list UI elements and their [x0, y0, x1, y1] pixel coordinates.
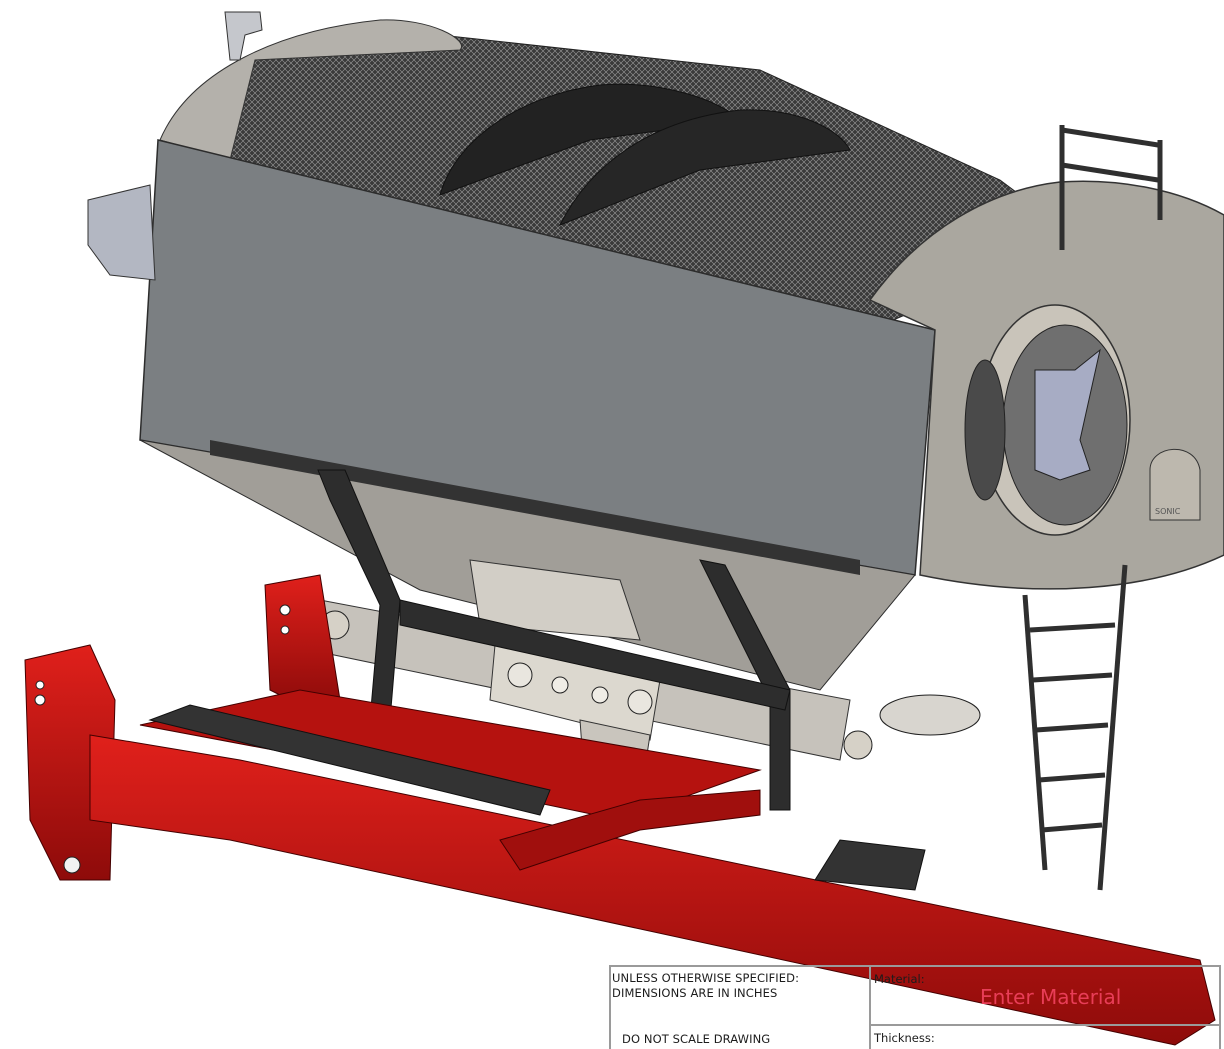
material-value: Enter Material — [980, 985, 1122, 1009]
note-do-not-scale: DO NOT SCALE DRAWING — [622, 1032, 771, 1046]
title-block-divider — [869, 965, 871, 1049]
support-legs — [317, 469, 791, 811]
hopper-left-endcap — [159, 11, 463, 161]
left-mount-bracket — [87, 184, 156, 281]
title-block — [609, 965, 1221, 1049]
hopper-right-endcap: SONIC — [868, 180, 1224, 590]
note-unless-specified: UNLESS OTHERWISE SPECIFIED: — [612, 971, 800, 985]
title-block-row-divider — [869, 1024, 1221, 1026]
note-dimensions-inches: DIMENSIONS ARE IN INCHES — [612, 986, 778, 1000]
svg-text:SONIC: SONIC — [1155, 507, 1181, 516]
hopper-dark-arches — [439, 83, 851, 226]
material-label: Material: — [874, 972, 925, 986]
ladder — [1022, 125, 1163, 891]
thickness-label: Thickness: — [874, 1031, 935, 1045]
skid-rails — [148, 704, 926, 891]
red-frame — [24, 574, 1216, 1046]
